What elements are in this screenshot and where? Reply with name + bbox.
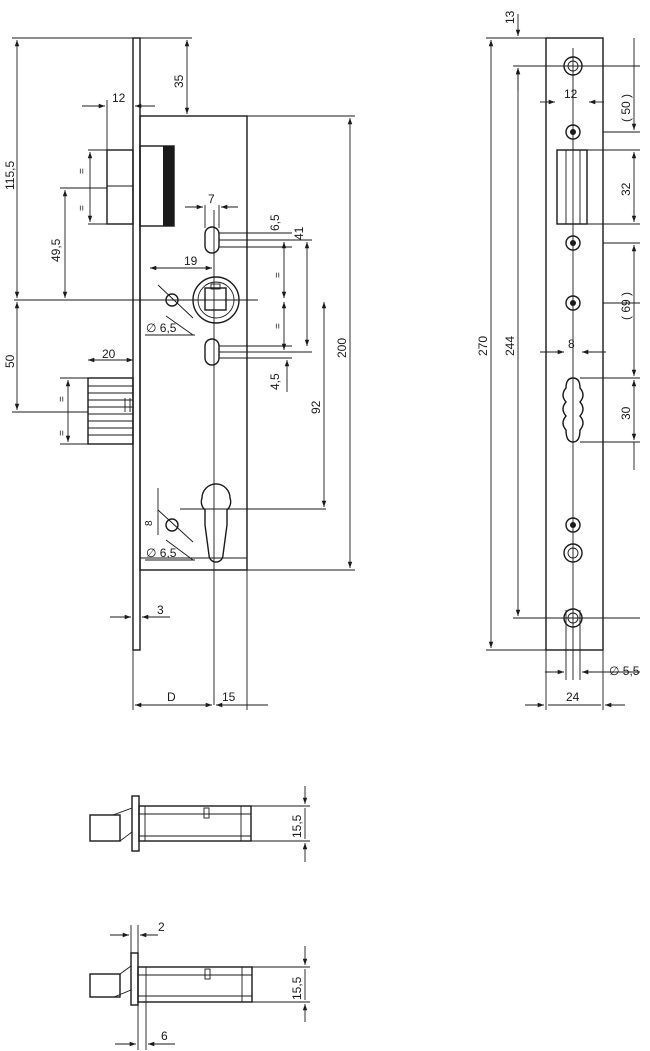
dim-15-5-view1: 15,5 [290,814,304,838]
dim-phi-6-5-upper: ∅ 6,5 [146,321,177,335]
bottom-view-2: 2 15,5 6 [89,920,310,1050]
dim-50-front: 50 [3,354,17,368]
dim-19: 19 [184,254,198,268]
deadbolt-opening [562,377,584,443]
dim-49-5: 49,5 [49,238,63,262]
faceplate-side [545,37,604,651]
dim-270: 270 [476,336,490,356]
dim-3: 3 [157,603,164,617]
eq-mark-2: = [77,205,88,211]
dim-15-front: 15 [222,690,236,704]
fixing-slot-upper [204,226,220,254]
cylinder-cutout [200,483,232,563]
fixing-slot-lower [204,338,220,366]
eq-mark-3: = [57,396,68,402]
dim-15-5-view2: 15,5 [290,976,304,1000]
eq-mark-6: = [273,323,284,329]
dim-244: 244 [503,336,517,356]
dim-4-5: 4,5 [268,373,282,390]
dim-phi-5-5: ∅ 5,5 [609,664,640,678]
faceplate [132,37,141,651]
eq-mark-4: = [57,430,68,436]
dim-200: 200 [335,338,349,358]
dim-41: 41 [292,226,306,240]
dim-6: 6 [161,1029,168,1043]
dim-6-5: 6,5 [268,214,282,231]
dim-35: 35 [172,74,186,88]
dim-50-side: ( 50 ) [619,94,633,122]
dim-2: 2 [158,920,165,934]
dim-30: 30 [619,406,633,420]
dim-115-5: 115,5 [3,161,17,190]
dim-92: 92 [309,400,323,414]
hole-lower [165,518,179,532]
front-view: 115,5 35 12 49,5 7 6,5 41 19 ∅ 6,5 50 20… [3,37,355,710]
eq-mark-5: = [273,272,284,278]
dim-D: D [167,690,176,704]
latch-bolt [87,145,175,227]
dim-24: 24 [566,690,580,704]
dim-8-front: 8 [144,520,155,526]
bottom-view-1: 15,5 [89,786,310,862]
side-view: 13 ( 50 ) 12 32 270 244 ( 69 ) 8 30 ∅ 5,… [476,10,640,710]
dim-7: 7 [208,192,215,206]
dim-12-side: 12 [564,87,578,101]
dim-69-side: ( 69 ) [619,292,633,320]
eq-mark-1: = [77,168,88,174]
latch-opening [556,149,588,225]
dead-bolt [87,377,134,445]
dim-13: 13 [503,10,517,24]
dim-8-side: 8 [568,337,575,351]
dim-32: 32 [619,182,633,196]
dim-phi-6-5-lower: ∅ 6,5 [146,546,177,560]
dim-12-front: 12 [112,91,126,105]
dim-20: 20 [102,347,116,361]
